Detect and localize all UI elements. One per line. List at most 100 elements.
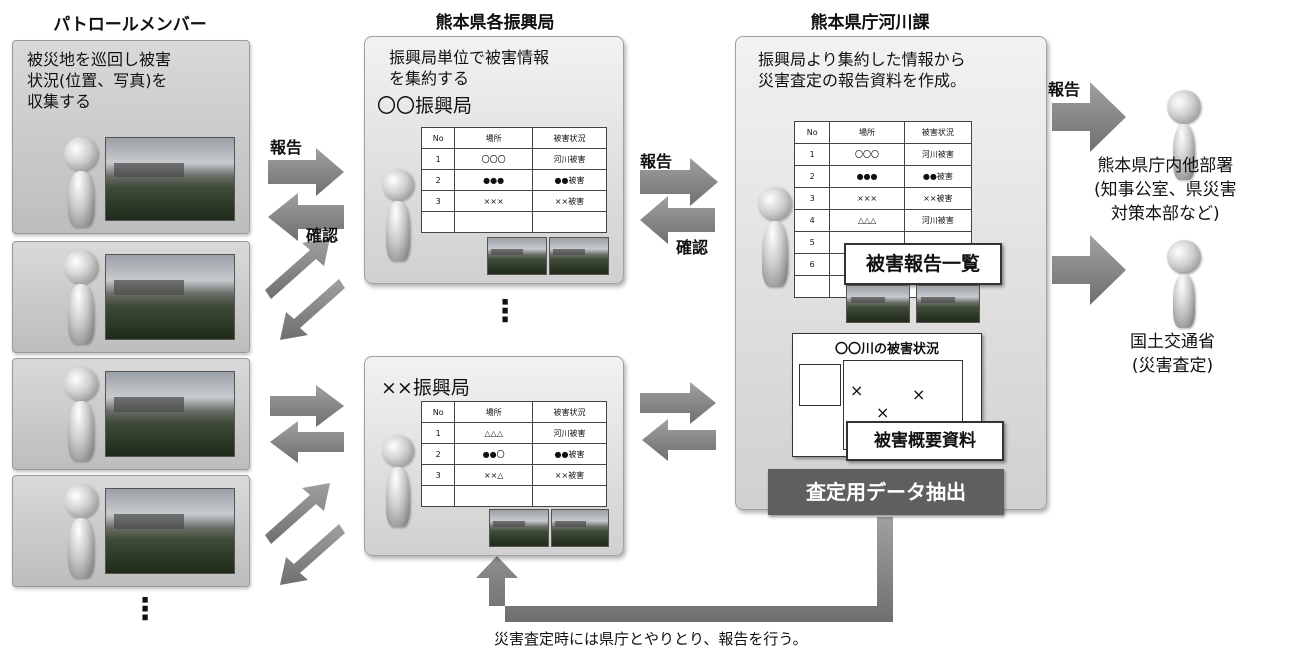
river-division-panel: 振興局より集約した情報から 災害査定の報告資料を作成。 No 場所 被害状況 1… (735, 36, 1047, 515)
table-cell: 3 (793, 187, 831, 210)
damage-table: No 場所 被害状況 1△△△河川被害 2●●〇●●被害 3××△××被害 (420, 401, 608, 507)
header-bureau: 熊本県各振興局 (435, 13, 555, 33)
table-cell: 2 (420, 443, 456, 465)
person-icon (51, 137, 111, 229)
table-header: 被害状況 (531, 127, 608, 149)
diagonal-arrow-down (280, 279, 345, 340)
confirm-arrow (642, 419, 716, 461)
report-arrow (640, 382, 716, 424)
damage-report-list-label: 被害報告一覧 (844, 243, 1002, 285)
diagonal-arrow-down (280, 524, 345, 585)
bureau-name: 〇〇振興局 (377, 95, 473, 117)
confirm-label: 確認 (676, 238, 709, 257)
river-description: 振興局より集約した情報から 災害査定の報告資料を作成。 (758, 50, 967, 90)
table-cell: ××被害 (531, 464, 608, 486)
output-arrow (1052, 235, 1126, 305)
report-label: 報告 (1048, 80, 1081, 99)
extract-assessment-data-button[interactable]: 査定用データ抽出 (768, 469, 1004, 515)
person-icon (51, 484, 111, 580)
patrol-panel-4 (12, 475, 250, 587)
person-icon (1156, 90, 1212, 198)
site-photo (551, 509, 609, 547)
table-cell (793, 275, 831, 298)
report-arrow (1052, 82, 1126, 152)
header-river-division: 熊本県庁河川課 (810, 13, 930, 33)
report-arrow (270, 385, 344, 427)
person-icon (750, 187, 800, 297)
table-cell (454, 211, 533, 233)
report-arrow (268, 148, 344, 196)
table-cell: △△△ (454, 422, 533, 444)
table-cell: ●●被害 (903, 165, 973, 188)
diagonal-arrow-up (265, 238, 330, 299)
footer-note: 災害査定時には県庁とやりとり、報告を行う。 (494, 630, 808, 648)
confirm-arrow (270, 421, 344, 463)
document-thumbnail (799, 364, 841, 406)
site-photo (489, 509, 549, 547)
table-cell: 3 (420, 464, 456, 486)
table-header: 場所 (454, 127, 533, 149)
confirm-arrow (268, 193, 344, 241)
patrol-description: 被災地を巡回し被害 状況(位置、写真)を 収集する (27, 50, 172, 111)
person-icon (51, 250, 111, 346)
table-cell: 〇〇〇 (829, 143, 905, 166)
report-label: 報告 (270, 138, 303, 157)
site-photo (549, 237, 609, 275)
table-cell: ××被害 (903, 187, 973, 210)
bureau-description: 振興局単位で被害情報 を集約する (389, 48, 550, 88)
table-header: No (420, 401, 456, 423)
table-header: 被害状況 (531, 401, 608, 423)
table-cell: 〇〇〇 (454, 148, 533, 170)
table-cell: 河川被害 (903, 209, 973, 232)
bureau-panel-2: ××振興局 No 場所 被害状況 1△△△河川被害 2●●〇●●被害 3××△×… (364, 356, 624, 556)
person-icon (51, 367, 111, 463)
table-cell: ××× (829, 187, 905, 210)
patrol-panel-2 (12, 241, 250, 353)
table-cell: ××× (454, 190, 533, 212)
damage-summary-label: 被害概要資料 (846, 421, 1004, 461)
table-cell: 6 (793, 253, 831, 276)
report-arrow (640, 158, 718, 206)
table-cell: ●●〇 (454, 443, 533, 465)
continuation-dots-middle: ⋮ (490, 294, 520, 329)
person-icon (1156, 240, 1212, 340)
table-cell: 4 (793, 209, 831, 232)
bureau-name: ××振興局 (381, 377, 470, 399)
table-cell: ●●被害 (531, 443, 608, 465)
table-cell: △△△ (829, 209, 905, 232)
recipient-internal-departments: 熊本県庁内他部署 (知事公室、県災害 対策本部など) (1094, 156, 1237, 224)
table-cell: 河川被害 (531, 422, 608, 444)
table-header: No (793, 121, 831, 144)
site-photo (487, 237, 547, 275)
table-cell (420, 485, 456, 507)
table-cell: ●●● (829, 165, 905, 188)
person-icon (373, 169, 423, 269)
table-header: No (420, 127, 456, 149)
site-photo (916, 285, 980, 323)
table-cell (420, 211, 456, 233)
table-cell (531, 485, 608, 507)
table-cell: 河川被害 (531, 148, 608, 170)
table-cell (454, 485, 533, 507)
diagonal-arrow-up (265, 483, 330, 544)
table-header: 場所 (454, 401, 533, 423)
table-cell: 5 (793, 231, 831, 254)
patrol-panel-3 (12, 358, 250, 470)
feedback-loop-arrow (476, 517, 893, 622)
confirm-label: 確認 (306, 226, 339, 245)
table-cell: 河川被害 (903, 143, 973, 166)
site-photo (105, 254, 235, 340)
site-photo (105, 137, 235, 221)
report-label: 報告 (640, 152, 673, 171)
table-header: 被害状況 (903, 121, 973, 144)
header-patrol: パトロールメンバー (53, 15, 207, 35)
site-photo (105, 488, 235, 574)
site-photo (846, 285, 910, 323)
table-cell: ●●● (454, 169, 533, 191)
table-cell: ●●被害 (531, 169, 608, 191)
site-photo (105, 371, 235, 457)
damage-marker-icon: × (876, 403, 890, 422)
table-cell: 3 (420, 190, 456, 212)
